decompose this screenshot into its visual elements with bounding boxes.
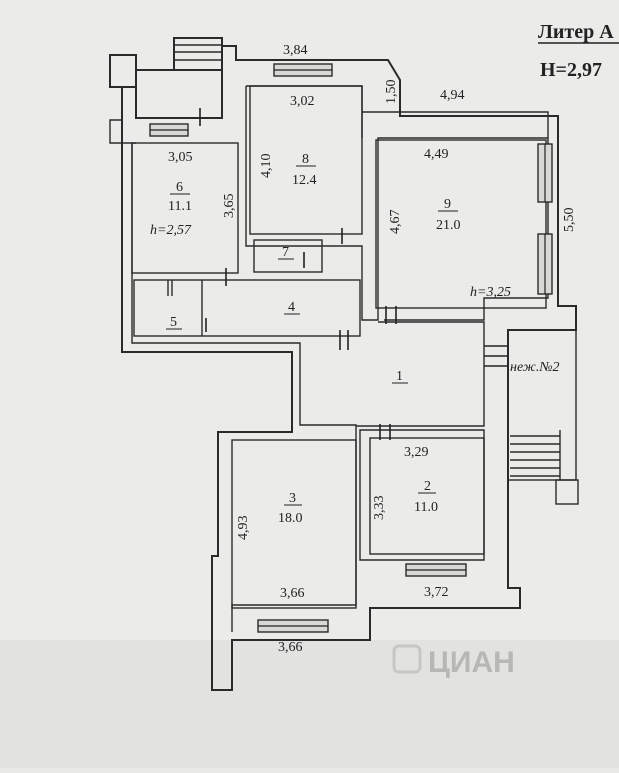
room-7-outline <box>253 239 323 273</box>
dim-room6-height: 3,65 <box>222 194 237 219</box>
dim-right-550: 5,50 <box>562 208 577 233</box>
dim-room2-width: 3,29 <box>404 445 429 460</box>
outer-wall-detail <box>109 87 136 144</box>
room-9-height: h=3,25 <box>470 285 511 300</box>
room-5-number: 5 <box>170 315 177 330</box>
nonres-label: неж.№2 <box>510 360 560 375</box>
room-2-wall <box>359 429 485 561</box>
room-9-number: 9 <box>444 197 451 212</box>
watermark-brand: ЦИАН <box>428 646 515 679</box>
room-7-number: 7 <box>282 245 289 260</box>
room-4-outline <box>133 279 361 337</box>
dim-room3-height: 4,93 <box>236 516 251 541</box>
outer-wall <box>121 45 577 691</box>
stairs <box>510 430 579 505</box>
dim-room3-width-in: 3,66 <box>280 586 305 601</box>
dim-room8-width: 3,02 <box>290 94 315 109</box>
room-8-outline <box>249 85 363 235</box>
room-3-number: 3 <box>289 491 296 506</box>
room-8-number: 8 <box>302 152 309 167</box>
room-6-height: h=2,57 <box>150 223 192 238</box>
watermark: ЦИАН <box>392 644 515 679</box>
dim-top-384: 3,84 <box>283 43 308 58</box>
dim-room9-width: 4,49 <box>424 147 449 162</box>
room-8-area: 12.4 <box>292 173 317 188</box>
dim-room9-height: 4,67 <box>388 210 403 235</box>
watermark-logo-icon <box>392 644 422 674</box>
door-marks <box>199 108 508 440</box>
room-6-number: 6 <box>176 180 183 195</box>
room-1-number: 1 <box>396 369 403 384</box>
room-2-area: 11.0 <box>414 500 438 515</box>
room-3-area: 18.0 <box>278 511 303 526</box>
room-9-outline <box>375 139 547 309</box>
inner-wall-contour <box>131 143 357 632</box>
nonres-outline <box>507 329 577 481</box>
room-4-number: 4 <box>288 300 295 315</box>
room-6-outline <box>131 142 239 274</box>
dim-top-494: 4,94 <box>440 88 465 103</box>
dim-room8-height: 4,10 <box>259 154 274 179</box>
annex-room <box>135 69 223 119</box>
room9-top-wall <box>362 111 549 138</box>
inner-wall-contour <box>245 86 549 321</box>
dim-room2-bottom: 3,72 <box>424 585 449 600</box>
room-6-area: 11.1 <box>168 199 192 214</box>
room-5-niche <box>167 280 173 296</box>
liter-label: Литер А <box>538 21 614 43</box>
dim-room3-width-out: 3,66 <box>278 640 303 655</box>
dim-room6-width: 3,05 <box>168 150 193 165</box>
height-label: Н=2,97 <box>540 59 602 81</box>
room-3-outline <box>231 439 357 609</box>
room-1-outline <box>356 321 485 427</box>
room-2-number: 2 <box>424 479 431 494</box>
room-9-area: 21.0 <box>436 218 461 233</box>
dim-room2-height: 3,33 <box>372 496 387 521</box>
paper-shadow <box>0 640 619 768</box>
dim-top-150: 1,50 <box>384 80 399 105</box>
